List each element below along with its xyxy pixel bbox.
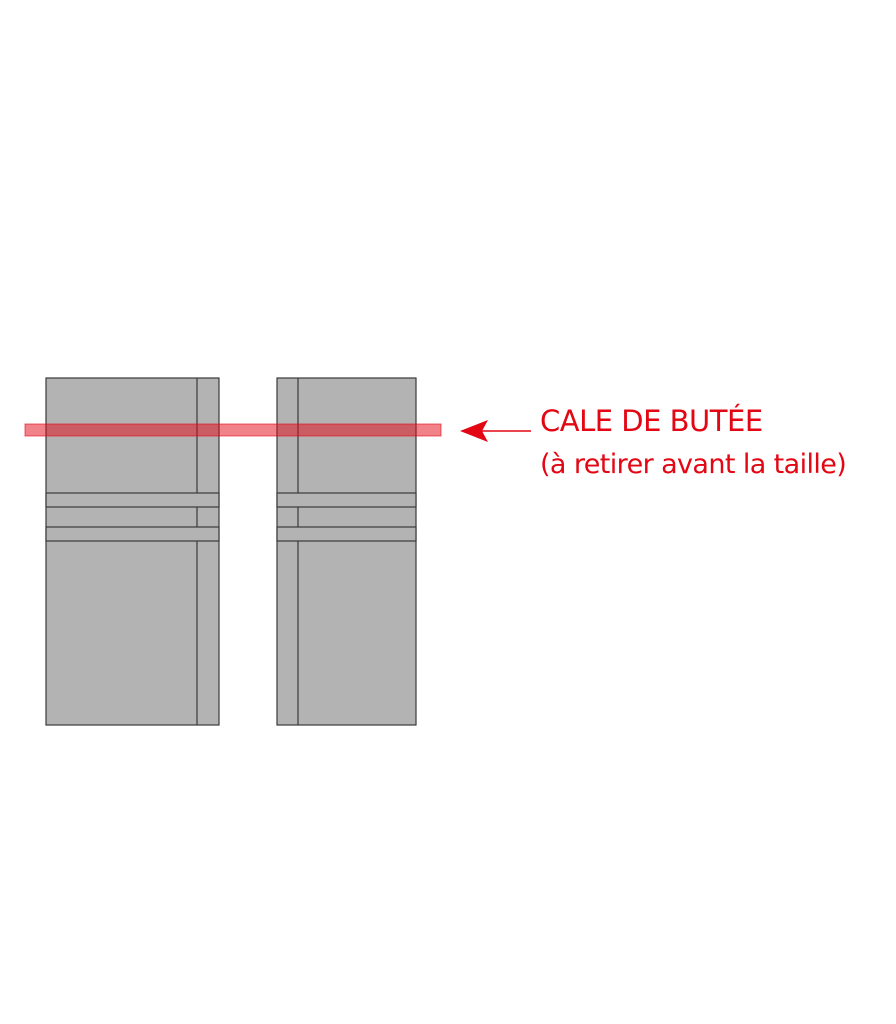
arrow-left-icon bbox=[460, 420, 531, 442]
callout-title: CALE DE BUTÉE bbox=[540, 404, 763, 438]
callout-subtitle: (à retirer avant la taille) bbox=[540, 449, 847, 480]
right-panel-band-2 bbox=[276, 526, 417, 542]
stop-shim-bar bbox=[24, 423, 442, 437]
shim-callout: CALE DE BUTÉE (à retirer avant la taille… bbox=[540, 400, 847, 488]
left-panel-band-1 bbox=[45, 492, 220, 508]
left-panel-band-2 bbox=[45, 526, 220, 542]
right-panel-band-1 bbox=[276, 492, 417, 508]
